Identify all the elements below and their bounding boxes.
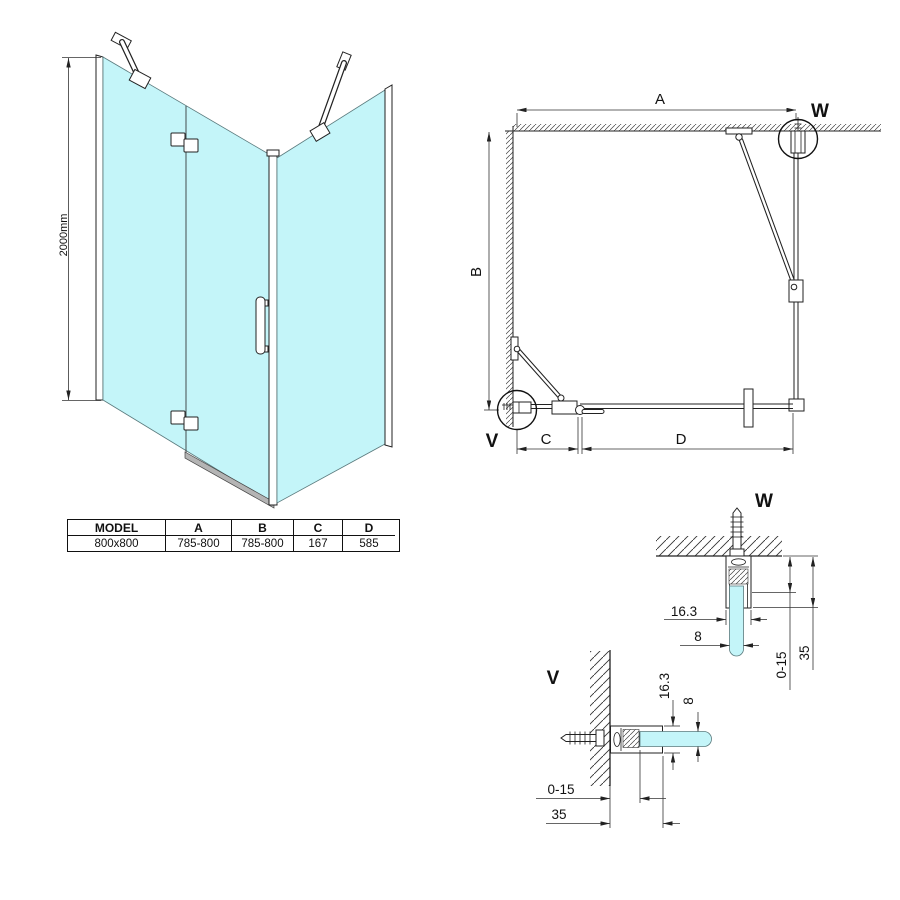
- dim-c-label: C: [541, 431, 552, 448]
- plan-support-bar-left: [510, 336, 562, 399]
- spec-table-header-model: MODEL: [68, 520, 166, 536]
- spec-table-cell-b: 785-800: [232, 536, 294, 551]
- dim-d-label: D: [676, 431, 687, 448]
- plan-view: A B: [468, 91, 881, 454]
- dim-profile-depth: 35: [546, 756, 680, 828]
- dim-a-label: A: [655, 91, 665, 108]
- detail-circle-v: V: [486, 389, 538, 452]
- wall-hatch-left: [506, 131, 513, 427]
- spec-table-header-b: B: [232, 520, 294, 536]
- left-wall-profile: [95, 54, 104, 401]
- wall-hatch-top: [513, 124, 881, 131]
- door-handle: [255, 296, 269, 355]
- corner-post-cap: [266, 149, 280, 157]
- detail-w-view: W 16.3: [656, 491, 818, 690]
- dim-profile-depth: 35: [753, 557, 818, 670]
- dimension-d: D: [581, 413, 794, 454]
- svg-text:0-15: 0-15: [547, 782, 574, 797]
- svg-text:16.3: 16.3: [671, 604, 697, 619]
- dimension-b: B: [468, 132, 499, 411]
- detail-circle-w: W: [777, 101, 829, 160]
- support-bar-glass-clamp: [128, 68, 152, 90]
- dimension-c: C: [516, 417, 579, 454]
- dim-adjust-range: 0-15: [752, 555, 818, 690]
- support-bar-right: [309, 51, 352, 142]
- hinge-top: [170, 132, 199, 153]
- svg-text:8: 8: [681, 697, 696, 705]
- detail-w-title: W: [755, 491, 773, 512]
- support-bar-left: [110, 31, 152, 90]
- plan-door: [575, 388, 793, 428]
- svg-text:35: 35: [551, 807, 566, 822]
- spec-table-header-a: A: [166, 520, 232, 536]
- plan-wall-profile: [502, 401, 532, 414]
- brace-clamp-pin: [790, 283, 798, 291]
- height-dimension: 2000mm: [58, 57, 101, 401]
- height-dimension-label: 2000mm: [58, 214, 70, 257]
- glass-panel-door-side: [102, 56, 273, 504]
- dim-profile-width: 16.3: [664, 604, 767, 625]
- spec-table-cell-d: 585: [359, 537, 379, 550]
- wall-hatch: [590, 651, 610, 786]
- right-frame-profile: [384, 84, 393, 448]
- brace-pivot: [513, 345, 521, 353]
- spec-table-cell-c: 167: [294, 536, 343, 551]
- plan-door-handle: [743, 388, 754, 428]
- svg-text:0-15: 0-15: [774, 651, 789, 678]
- detail-v-title: V: [547, 668, 560, 689]
- detail-v-marker-label: V: [486, 431, 499, 452]
- support-bar-glass-clamp: [309, 122, 331, 142]
- glass-panel-side: [276, 89, 386, 504]
- spec-table: MODEL A B C D 800x800 785-800 785-800 16…: [67, 519, 400, 552]
- glass-cross-section: [729, 585, 744, 657]
- detail-w-marker-label: W: [811, 101, 829, 122]
- mounting-screw: [560, 729, 605, 747]
- brace-pivot: [735, 133, 743, 141]
- iso-view: 2000mm: [58, 31, 393, 509]
- plan-support-bar-right: [725, 127, 804, 303]
- spec-table-cell-model: 800x800: [68, 536, 166, 551]
- svg-text:35: 35: [797, 645, 812, 660]
- door-lever: [581, 409, 605, 414]
- dim-b-label: B: [468, 267, 485, 277]
- hinge-bottom: [170, 410, 199, 431]
- panel-foot-fitting: [788, 398, 805, 412]
- brace-glass-clamp: [788, 279, 804, 303]
- corner-post: [268, 153, 278, 506]
- dim-glass-thickness: 8: [680, 629, 759, 648]
- handle-bar: [255, 296, 266, 355]
- glass-cross-section: [639, 731, 712, 747]
- mounting-screw: [729, 507, 745, 557]
- spec-table-cell-a: 785-800: [166, 536, 232, 551]
- dim-glass-thickness: 8: [681, 697, 701, 762]
- brace-clamp-pin: [557, 394, 565, 402]
- svg-text:16.3: 16.3: [657, 673, 672, 699]
- dimension-a: A: [516, 91, 797, 127]
- spec-table-header-d: D: [343, 520, 395, 536]
- dim-profile-width: 16.3: [657, 673, 680, 770]
- dim-adjust-range: 0-15: [536, 750, 666, 803]
- bottom-sill: [184, 451, 275, 509]
- spec-table-header-c: C: [294, 520, 343, 536]
- detail-v-view: V 16.3: [536, 650, 712, 828]
- ceiling-hatch: [656, 536, 782, 556]
- pivot-clamp-block: [551, 400, 578, 415]
- svg-text:8: 8: [694, 629, 702, 644]
- brace-wall-plate: [725, 127, 753, 135]
